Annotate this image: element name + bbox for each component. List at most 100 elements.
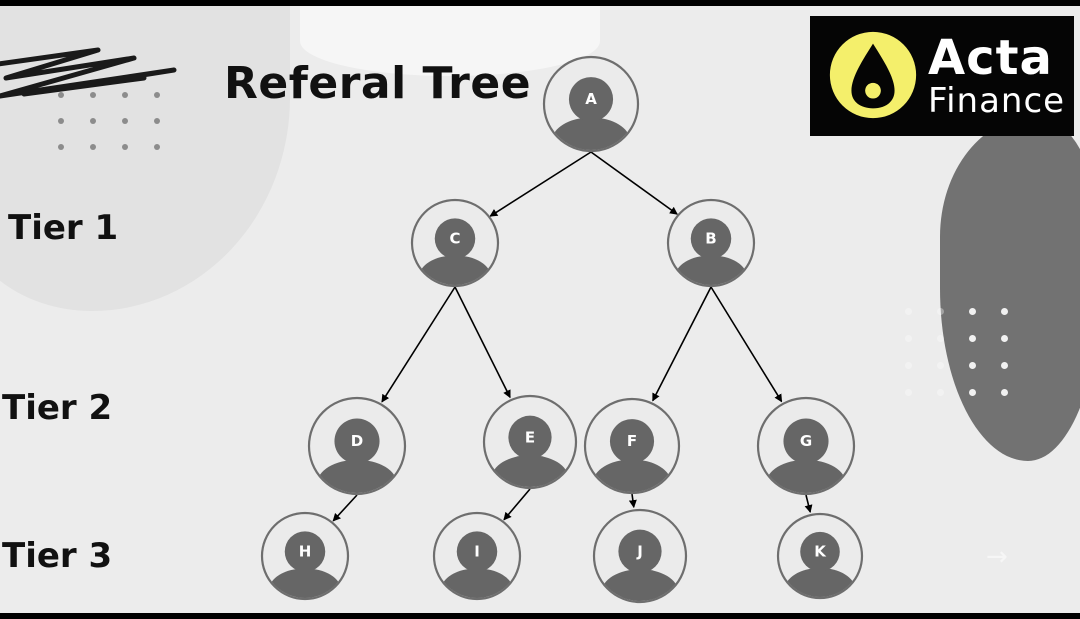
avatar-head-icon [284, 531, 326, 572]
avatar-body-icon [440, 568, 514, 598]
nodes-layer: A C B D E F G H I J K [260, 55, 864, 604]
decor-dot [969, 389, 976, 396]
node-ring [776, 512, 864, 600]
node-ring [592, 508, 688, 604]
avatar-body-icon [491, 455, 569, 487]
avatar-body-icon [784, 568, 856, 597]
decor-dot [58, 144, 64, 150]
avatar-body-icon [674, 255, 748, 285]
decor-dot [905, 308, 912, 315]
decor-dot [154, 118, 160, 124]
edge-b-f [652, 286, 712, 402]
node-e: E [482, 394, 578, 490]
node-ring [666, 198, 756, 288]
avatar-head-icon [800, 531, 840, 572]
avatar-body-icon [601, 569, 679, 601]
logo-word-acta: Acta [928, 30, 1053, 86]
referral-tree: A C B D E F G H I J K [260, 55, 864, 604]
scribble-icon [0, 47, 177, 99]
logo-mark-icon [829, 31, 917, 119]
node-a: A [542, 55, 640, 153]
avatar-head-icon [508, 415, 552, 459]
tier-2-label: Tier 2 [2, 388, 113, 428]
decor-dot [905, 389, 912, 396]
decor-dot [969, 308, 976, 315]
avatar-body-icon [551, 117, 631, 150]
node-f: F [583, 397, 681, 495]
decor-dot [969, 362, 976, 369]
node-label: H [299, 543, 312, 561]
avatar-head-icon [783, 418, 829, 464]
diagram-canvas: Referal Tree Tier 1 Tier 2 Tier 3 Acta F… [0, 6, 1080, 613]
node-j: J [592, 508, 688, 604]
tier-3-label: Tier 3 [2, 536, 113, 576]
background-blob-top [300, 6, 600, 76]
avatar-body-icon [316, 459, 398, 493]
decor-dot [122, 92, 128, 98]
decor-dot [154, 92, 160, 98]
node-ring [260, 511, 350, 601]
node-ring [307, 396, 407, 496]
node-label: J [636, 542, 643, 560]
node-i: I [432, 511, 522, 601]
node-label: A [585, 90, 597, 108]
node-d: D [307, 396, 407, 496]
decor-dot [1001, 335, 1008, 342]
avatar-body-icon [418, 255, 492, 285]
node-label: G [800, 432, 812, 450]
acta-finance-logo: Acta Finance [810, 16, 1074, 136]
node-label: D [351, 432, 363, 450]
node-g: G [756, 396, 856, 496]
decor-dot [154, 144, 160, 150]
dot-pattern-left [58, 92, 186, 150]
decor-dot [90, 118, 96, 124]
node-c: C [410, 198, 500, 288]
decor-dot [122, 144, 128, 150]
node-h: H [260, 511, 350, 601]
decor-dot [937, 362, 944, 369]
node-ring [410, 198, 500, 288]
avatar-head-icon [456, 531, 498, 572]
edge-e-i [503, 488, 531, 521]
edge-b-g [710, 286, 783, 403]
decor-dot [90, 144, 96, 150]
logo-mark-dot [865, 82, 881, 99]
node-ring [756, 396, 856, 496]
node-label: E [525, 428, 535, 446]
node-label: I [474, 543, 480, 561]
avatar-head-icon [618, 529, 662, 573]
edge-c-e [454, 286, 511, 399]
edge-d-h [332, 494, 358, 522]
edge-c-d [381, 286, 456, 403]
edges-layer [332, 151, 813, 522]
dot-pattern-right [905, 308, 1033, 396]
edge-f-j [628, 493, 637, 509]
arrow-right-icon: → [986, 542, 1008, 572]
decor-dot [1001, 308, 1008, 315]
decor-dot [58, 92, 64, 98]
avatar-body-icon [592, 459, 672, 492]
logo-mark-cutout [851, 43, 895, 109]
avatar-head-icon [568, 77, 614, 122]
avatar-head-icon [690, 218, 732, 259]
node-ring [482, 394, 578, 490]
avatar-head-icon [334, 418, 380, 464]
node-label: B [705, 230, 716, 248]
decor-dot [1001, 362, 1008, 369]
decor-dot [937, 308, 944, 315]
node-ring [542, 55, 640, 153]
decor-dot [969, 335, 976, 342]
decor-dot [905, 362, 912, 369]
diagram-title: Referal Tree [224, 58, 532, 109]
node-b: B [666, 198, 756, 288]
avatar-head-icon [609, 419, 655, 464]
avatar-head-icon [434, 218, 476, 259]
edge-a-b [590, 151, 678, 215]
node-label: K [814, 543, 827, 561]
edge-g-k [804, 494, 813, 514]
avatar-body-icon [268, 568, 342, 598]
node-label: C [449, 230, 460, 248]
node-ring [432, 511, 522, 601]
tier-1-label: Tier 1 [0, 202, 123, 254]
decor-dot [937, 389, 944, 396]
